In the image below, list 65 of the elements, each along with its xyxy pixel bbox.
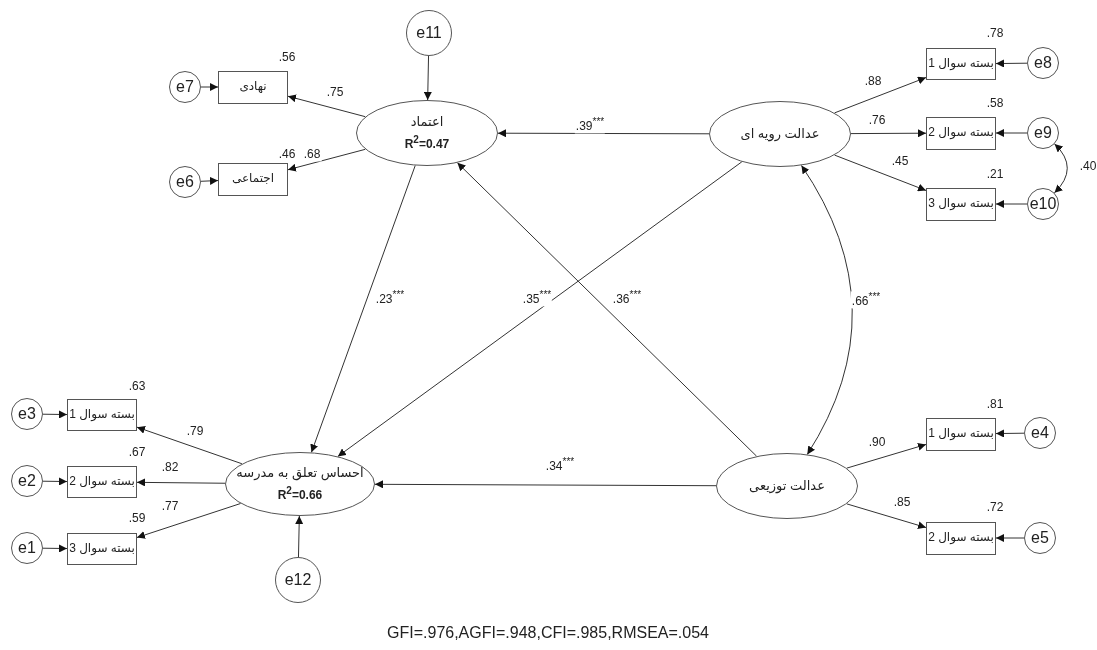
- variable-name: اعتماد: [410, 115, 444, 130]
- indicator-box: بسته سوال 1: [67, 399, 137, 431]
- arrow: [337, 161, 743, 457]
- fit-indices-caption: GFI=.976,AGFI=.948,CFI=.985,RMSEA=.054: [387, 624, 709, 642]
- indicator-box: نهادی: [218, 70, 288, 104]
- error-circle: e2: [11, 465, 43, 497]
- arrow: [200, 83, 219, 91]
- latent-variable-ellipse: [225, 452, 375, 516]
- indicator-box: بسته سوال 1: [926, 417, 996, 451]
- indicator-box: اجتماعی: [218, 162, 288, 196]
- arrow: [834, 76, 927, 114]
- arrow: [995, 129, 1028, 137]
- arrow: [295, 515, 304, 558]
- indicator-box: بسته سوال 3: [67, 533, 137, 565]
- error-circle: e7: [169, 71, 201, 103]
- arrow: [995, 200, 1028, 208]
- arrow: [200, 176, 219, 185]
- r-squared-text: R$^{2}$=0.47: [404, 133, 450, 151]
- error-circle: e12: [275, 557, 321, 603]
- arrow: [374, 480, 717, 489]
- variable-name: عدالت توزیعی: [749, 478, 825, 494]
- edge-label: .35$^{***}$: [521, 289, 553, 307]
- error-circle: e9: [1027, 117, 1059, 149]
- indicator-box: بسته سوال 2: [926, 521, 996, 555]
- latent-variable-ellipse: [716, 453, 858, 519]
- error-circle: e11: [406, 10, 452, 56]
- arrow: [136, 426, 243, 465]
- double-headed-arrow: [1053, 143, 1068, 194]
- arrow: [42, 477, 68, 486]
- arrow: [995, 59, 1028, 68]
- latent-variable-ellipse: [356, 100, 498, 166]
- arrow: [136, 503, 242, 539]
- latent-variable-ellipse: [709, 101, 851, 167]
- arrow: [846, 442, 927, 469]
- indicator-box: بسته سوال 2: [67, 466, 137, 498]
- arrow: [456, 162, 758, 457]
- arrow: [995, 534, 1025, 542]
- arrow: [310, 165, 416, 453]
- variable-name: احساس تعلق به مدرسه: [236, 466, 364, 481]
- error-circle: e1: [11, 532, 43, 564]
- arrow: [42, 544, 68, 553]
- arrow: [287, 94, 366, 118]
- double-headed-arrow: [800, 164, 853, 455]
- indicator-box: بسته سوال 2: [926, 116, 996, 150]
- error-circle: e3: [11, 398, 43, 430]
- variable-name: عدالت رویه ای: [740, 126, 820, 142]
- error-circle: e6: [169, 166, 201, 198]
- edge-label: .39$^{***}$: [574, 116, 606, 134]
- arrow: [995, 429, 1025, 438]
- indicator-box: بسته سوال 3: [926, 187, 996, 221]
- indicator-box: بسته سوال 1: [926, 48, 996, 80]
- error-circle: e4: [1024, 417, 1056, 449]
- error-circle: e10: [1027, 188, 1059, 220]
- edge-label: .66$^{***}$: [850, 291, 882, 309]
- arrow: [287, 148, 366, 172]
- arrow: [423, 55, 432, 101]
- arrow: [136, 478, 226, 487]
- arrow: [846, 503, 927, 530]
- error-circle: e8: [1027, 47, 1059, 79]
- edge-label: .68: [302, 148, 322, 162]
- arrow: [42, 410, 68, 419]
- arrow: [834, 154, 927, 192]
- r-squared-text: R$^{2}$=0.66: [277, 484, 323, 502]
- arrow: [850, 129, 927, 138]
- error-circle: e5: [1024, 522, 1056, 554]
